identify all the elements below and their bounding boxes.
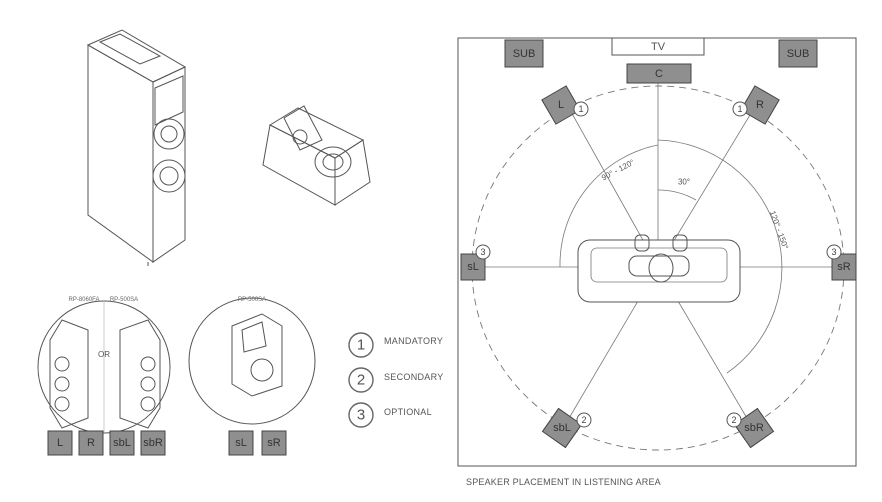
or-label: OR: [98, 350, 110, 359]
rear-angle-arc: [657, 139, 783, 374]
front-angle-arc: [657, 189, 697, 201]
speaker-right-badge: 1: [737, 104, 742, 114]
room-caption: SPEAKER PLACEMENT IN LISTENING AREA: [466, 477, 661, 487]
sub-right: [778, 39, 818, 68]
model-b-label: RP-500SA: [110, 297, 138, 303]
speaker-surround-back-left-label: sbL: [553, 422, 571, 434]
center-speaker: [626, 63, 692, 84]
speaker-surround-left-badge: 3: [480, 247, 485, 257]
legend-item-3: 3 OPTIONAL: [348, 402, 432, 428]
speaker-right-label: R: [756, 99, 764, 111]
sub-left: [504, 39, 544, 68]
sub-right-label: SUB: [787, 48, 810, 60]
sub-left-label: SUB: [513, 48, 536, 60]
front-key-boxes: L R sbL sbR: [47, 430, 166, 456]
tv-label: TV: [651, 41, 666, 53]
elevation-speaker-drawing: [262, 105, 371, 206]
speaker-left-badge: 1: [578, 104, 583, 114]
sofa-listener: [577, 234, 741, 303]
mini-elevation: [231, 313, 283, 397]
room-diagram: TV C SUB SUB 30° 90° - 120° 120° - 150° …: [457, 37, 857, 467]
key-sbl: sbL: [113, 437, 131, 449]
legend-text-3: OPTIONAL: [384, 407, 432, 417]
legend-text-1: MANDATORY: [384, 336, 443, 346]
speaker-left: L: [541, 85, 581, 125]
angle-front: 30°: [678, 178, 690, 187]
speaker-surround-back-left-badge: 2: [581, 415, 586, 425]
speaker-surround-back-right-badge: 2: [731, 415, 736, 425]
speaker-surround-right-label: sR: [837, 261, 851, 273]
speaker-surround-back-right-label: sbR: [744, 422, 764, 434]
legend-item-2: 2 SECONDARY: [348, 367, 444, 393]
side-angle-arc: [559, 144, 659, 268]
legend-number-2: 2: [357, 372, 365, 389]
legend-item-1: 1 MANDATORY: [348, 332, 443, 358]
product-illustrations: [86, 29, 371, 266]
key-r: R: [87, 437, 95, 449]
key-l: L: [57, 437, 63, 449]
model-c-label: RP-500SA: [238, 297, 266, 303]
speaker-options-panel: RP-8060FA RP-500SA OR RP-500SA 1 MANDATO…: [37, 297, 444, 456]
side-key-boxes: sL sR: [228, 430, 287, 456]
model-a-label: RP-8060FA: [68, 297, 99, 303]
speaker-surround-right-badge: 3: [831, 247, 836, 257]
legend-number-3: 3: [357, 407, 365, 424]
tv-box: [611, 37, 705, 56]
speaker-surround-back-left: sbL: [541, 407, 583, 449]
center-label: C: [655, 68, 663, 80]
speaker-surround-left-label: sL: [467, 261, 479, 273]
mini-tower-right: [119, 319, 161, 429]
mini-tower-left: [49, 319, 89, 429]
legend-number-1: 1: [357, 337, 365, 354]
legend-text-2: SECONDARY: [384, 372, 444, 382]
speaker-left-label: L: [558, 99, 564, 111]
key-sr: sR: [267, 437, 281, 449]
key-sbr: sbR: [143, 437, 163, 449]
tower-speaker-drawing: [86, 29, 187, 266]
speaker-right: R: [740, 85, 780, 125]
speaker-surround-back-right: sbR: [733, 407, 775, 449]
key-sl: sL: [235, 437, 247, 449]
